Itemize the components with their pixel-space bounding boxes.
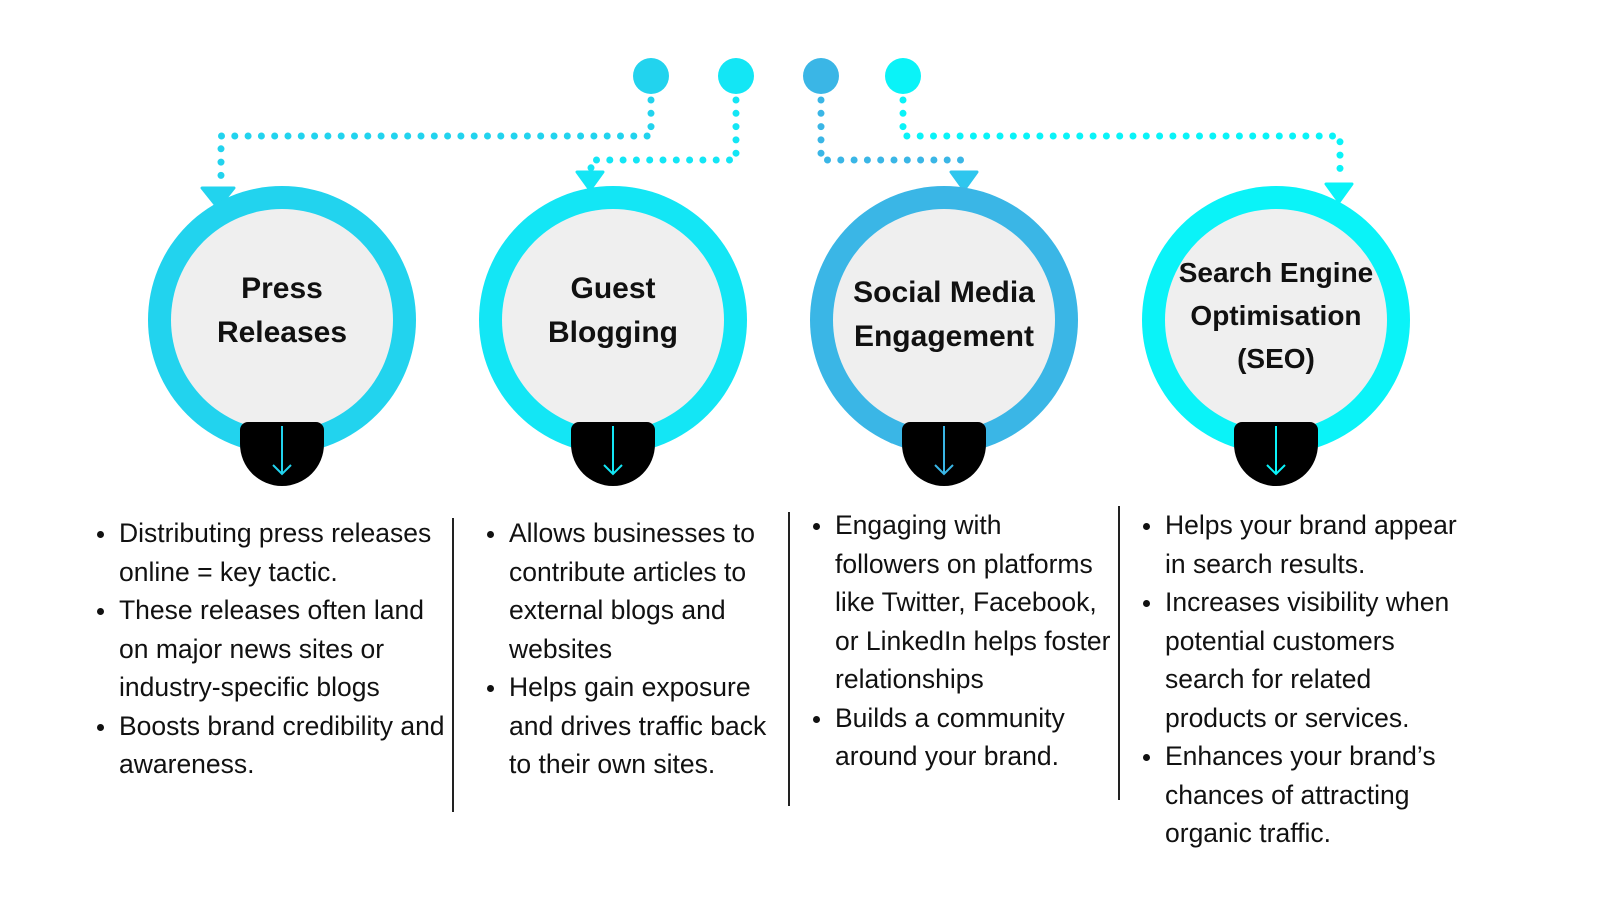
bullets-guest-blogging: Allows businesses to contribute articles… [485, 514, 785, 784]
step-title: Search Engine Optimisation (SEO) [1178, 256, 1374, 374]
arrow-down-icon [272, 426, 292, 476]
bullet-item: Increases visibility when potential cust… [1143, 583, 1471, 737]
step-social-media-engagement: Social Media Engagement [810, 186, 1078, 486]
circle-inner: Press Releases [171, 209, 393, 431]
bullets-social-media: Engaging with followers on platforms lik… [811, 506, 1111, 776]
bullet-item: Helps your brand appear in search result… [1143, 506, 1471, 583]
column-divider [452, 518, 454, 812]
step-title: Press Releases [216, 272, 348, 349]
bullet-item: Engaging with followers on platforms lik… [813, 506, 1111, 699]
bullet-item: Distributing press releases online = key… [97, 514, 445, 591]
step-title: Social Media Engagement [853, 276, 1035, 353]
connector-path-1 [217, 96, 655, 186]
bullets-press-releases: Distributing press releases online = key… [95, 514, 445, 784]
circle-inner: Search Engine Optimisation (SEO) [1165, 209, 1387, 431]
bullet-item: Helps gain exposure and drives traffic b… [487, 668, 785, 784]
node-dot-4 [885, 58, 921, 94]
arrow-down-icon [1266, 426, 1286, 476]
step-seo: Search Engine Optimisation (SEO) [1142, 186, 1410, 486]
tab [902, 422, 986, 486]
bullets-seo: Helps your brand appear in search result… [1141, 506, 1471, 853]
circle-inner: Guest Blogging [502, 209, 724, 431]
bullet-item: Builds a community around your brand. [813, 699, 1111, 776]
bullet-item: Enhances your brand’s chances of attract… [1143, 737, 1471, 853]
step-press-releases: Press Releases [148, 186, 416, 486]
connector-path-3 [817, 96, 966, 164]
step-guest-blogging: Guest Blogging [479, 186, 747, 486]
connector-path-4 [899, 96, 1344, 184]
step-title: Guest Blogging [548, 272, 678, 349]
tab [240, 422, 324, 486]
arrow-down-icon [934, 426, 954, 476]
circle-inner: Social Media Engagement [833, 209, 1055, 431]
node-dot-2 [718, 58, 754, 94]
connector-path-2 [587, 96, 740, 174]
node-dot-3 [803, 58, 839, 94]
tab [1234, 422, 1318, 486]
bullet-item: Boosts brand credibility and awareness. [97, 707, 445, 784]
arrow-down-icon [603, 426, 623, 476]
column-divider [788, 512, 790, 806]
tab [571, 422, 655, 486]
node-dot-1 [633, 58, 669, 94]
bullet-item: Allows businesses to contribute articles… [487, 514, 785, 668]
bullet-item: These releases often land on major news … [97, 591, 445, 707]
column-divider [1118, 506, 1120, 800]
